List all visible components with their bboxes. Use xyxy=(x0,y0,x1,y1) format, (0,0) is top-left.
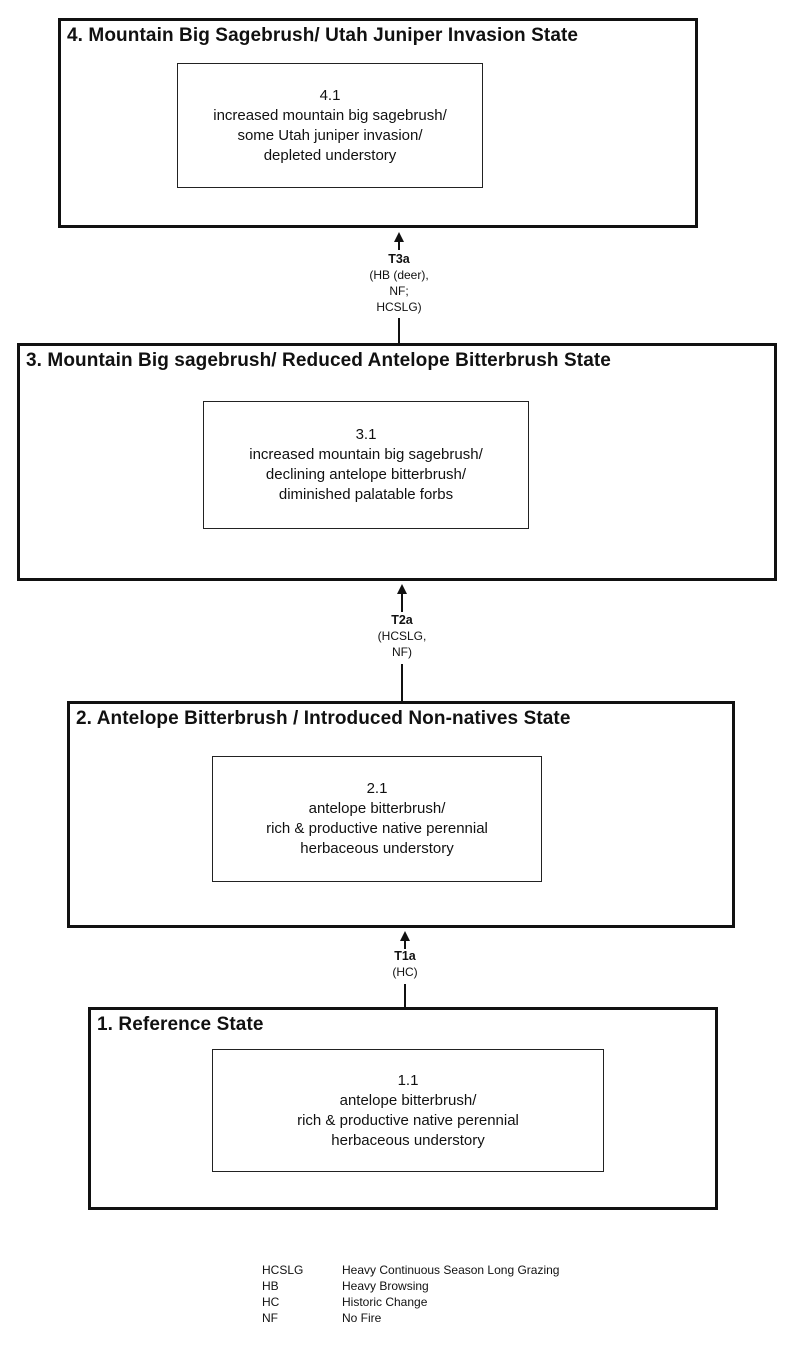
state-title-3: 3. Mountain Big sagebrush/ Reduced Antel… xyxy=(26,350,611,371)
community-phase-2-1: 2.1 antelope bitterbrush/ rich & product… xyxy=(212,756,542,882)
state-title-2: 2. Antelope Bitterbrush / Introduced Non… xyxy=(76,708,571,729)
legend-row: HB Heavy Browsing xyxy=(262,1278,559,1294)
connector-line-t1a xyxy=(404,939,406,949)
phase-line: herbaceous understory xyxy=(300,840,454,857)
phase-line: depleted understory xyxy=(263,146,397,164)
legend-row: NF No Fire xyxy=(262,1310,559,1326)
state-box-4: 4. Mountain Big Sagebrush/ Utah Juniper … xyxy=(58,18,698,228)
transition-cause: (HB (deer), xyxy=(369,268,429,282)
phase-line: herbaceous understory xyxy=(331,1131,485,1149)
legend-meaning: No Fire xyxy=(342,1311,382,1325)
state-box-2: 2. Antelope Bitterbrush / Introduced Non… xyxy=(67,701,735,928)
transition-code: T2a xyxy=(391,613,413,627)
legend-row: HC Historic Change xyxy=(262,1294,559,1310)
legend-row: HCSLG Heavy Continuous Season Long Grazi… xyxy=(262,1262,559,1278)
transition-label-t2a: T2a (HCSLG, NF) xyxy=(342,612,462,660)
phase-line: diminished palatable forbs xyxy=(278,486,454,503)
arrowhead-t3a xyxy=(394,232,404,242)
phase-line: antelope bitterbrush/ xyxy=(308,800,446,817)
transition-label-t3a: T3a (HB (deer), NF; HCSLG) xyxy=(339,251,459,315)
legend-abbreviation: HCSLG xyxy=(262,1263,304,1277)
phase-line: rich & productive native perennial xyxy=(266,820,488,837)
abbreviation-legend: HCSLG Heavy Continuous Season Long Grazi… xyxy=(262,1262,559,1326)
phase-number: 4.1 xyxy=(319,86,341,104)
connector-line-t3a xyxy=(398,240,400,250)
transition-cause: NF; xyxy=(389,284,409,298)
connector-line-t3a xyxy=(398,318,400,344)
phase-line: increased mountain big sagebrush/ xyxy=(249,446,483,463)
legend-abbreviation: HB xyxy=(262,1279,279,1293)
arrowhead-t2a xyxy=(397,584,407,594)
legend-meaning: Historic Change xyxy=(342,1295,428,1309)
community-phase-1-1: 1.1 antelope bitterbrush/ rich & product… xyxy=(212,1049,604,1172)
transition-cause: (HC) xyxy=(392,965,418,979)
transition-label-t1a: T1a (HC) xyxy=(345,948,465,980)
legend-abbreviation: HC xyxy=(262,1295,280,1309)
connector-line-t1a xyxy=(404,984,406,1008)
transition-code: T3a xyxy=(388,252,410,266)
arrowhead-t1a xyxy=(400,931,410,941)
community-phase-3-1: 3.1 increased mountain big sagebrush/ de… xyxy=(203,401,529,529)
phase-number: 1.1 xyxy=(397,1071,419,1089)
phase-line: some Utah juniper invasion/ xyxy=(237,126,423,144)
legend-meaning: Heavy Browsing xyxy=(342,1279,429,1293)
legend-meaning: Heavy Continuous Season Long Grazing xyxy=(342,1263,560,1277)
transition-cause: NF) xyxy=(392,645,412,659)
connector-line-t2a xyxy=(401,664,403,702)
state-box-3: 3. Mountain Big sagebrush/ Reduced Antel… xyxy=(17,343,777,581)
phase-number: 3.1 xyxy=(355,426,377,443)
phase-line: rich & productive native perennial xyxy=(297,1111,519,1129)
phase-line: declining antelope bitterbrush/ xyxy=(265,466,467,483)
state-box-1: 1. Reference State 1.1 antelope bitterbr… xyxy=(88,1007,718,1210)
state-title-1: 1. Reference State xyxy=(97,1014,264,1035)
connector-line-t2a xyxy=(401,592,403,612)
legend-abbreviation: NF xyxy=(262,1311,278,1325)
phase-line: antelope bitterbrush/ xyxy=(339,1091,477,1109)
transition-code: T1a xyxy=(394,949,416,963)
transition-cause: (HCSLG, xyxy=(377,629,427,643)
community-phase-4-1: 4.1 increased mountain big sagebrush/ so… xyxy=(177,63,483,188)
transition-cause: HCSLG) xyxy=(376,300,422,314)
phase-number: 2.1 xyxy=(366,780,388,797)
state-title-4: 4. Mountain Big Sagebrush/ Utah Juniper … xyxy=(67,25,579,46)
phase-line: increased mountain big sagebrush/ xyxy=(213,106,447,124)
